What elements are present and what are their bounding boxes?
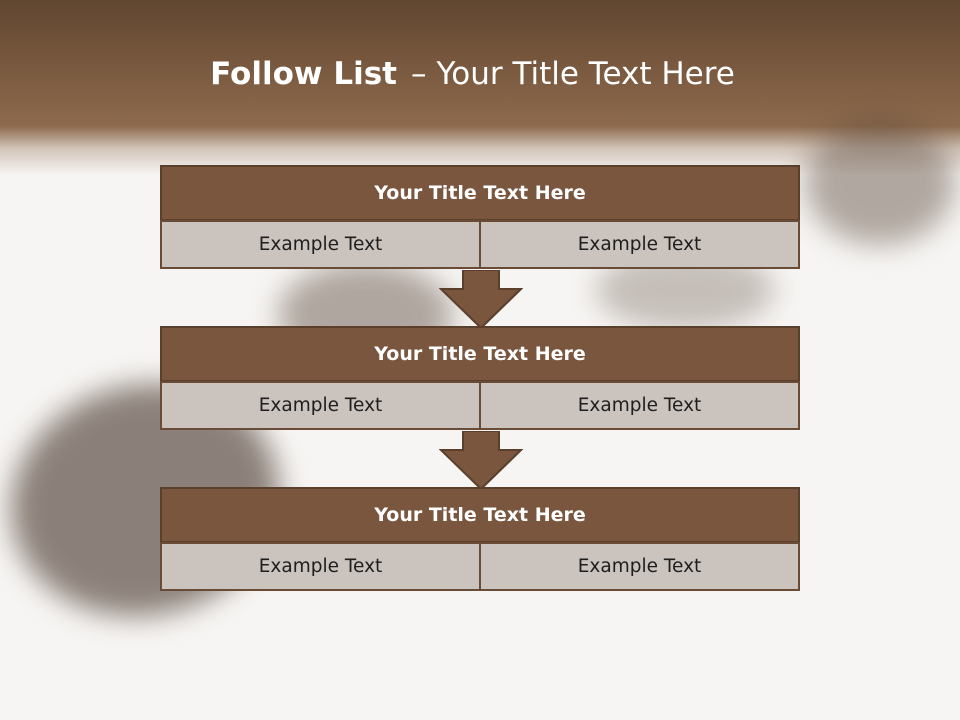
slide-title-separator: – xyxy=(410,56,427,92)
slide-title-bold: Follow List xyxy=(210,56,397,92)
slide-title-rest: Your Title Text Here xyxy=(436,56,735,92)
flow-block-title[interactable]: Your Title Text Here xyxy=(160,487,800,543)
down-arrow-icon xyxy=(439,270,523,330)
flow-block-cell-left[interactable]: Example Text xyxy=(160,381,481,430)
flow-block-cell-right[interactable]: Example Text xyxy=(479,542,800,591)
header-band xyxy=(0,0,960,175)
flow-block-3: Your Title Text Here Example Text Exampl… xyxy=(160,487,800,591)
flow-block-title[interactable]: Your Title Text Here xyxy=(160,165,800,221)
flow-block-row: Example Text Example Text xyxy=(160,381,800,430)
flow-block-row: Example Text Example Text xyxy=(160,542,800,591)
flow-block-cell-left[interactable]: Example Text xyxy=(160,542,481,591)
flow-block-2: Your Title Text Here Example Text Exampl… xyxy=(160,326,800,430)
down-arrow-icon xyxy=(439,431,523,491)
flow-block-cell-right[interactable]: Example Text xyxy=(479,381,800,430)
flow-block-1: Your Title Text Here Example Text Exampl… xyxy=(160,165,800,269)
flow-block-title[interactable]: Your Title Text Here xyxy=(160,326,800,382)
flow-block-row: Example Text Example Text xyxy=(160,220,800,269)
flow-block-cell-right[interactable]: Example Text xyxy=(479,220,800,269)
coffee-bean-image xyxy=(805,120,955,245)
flow-block-cell-left[interactable]: Example Text xyxy=(160,220,481,269)
slide-title: Follow List–Your Title Text Here xyxy=(0,56,945,92)
